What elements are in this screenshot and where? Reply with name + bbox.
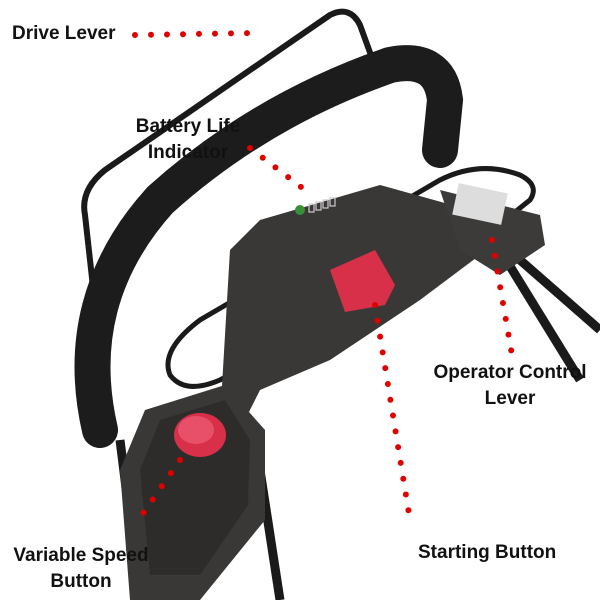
label-drive-lever: Drive Lever xyxy=(12,23,116,44)
handle-grip xyxy=(74,45,464,448)
label-line: Button xyxy=(50,571,112,592)
drive-lever xyxy=(81,8,383,441)
label-line: Operator Control xyxy=(433,362,587,383)
label-variable-speed-button: Variable Speed Button xyxy=(5,543,157,595)
starting-leader xyxy=(372,302,413,523)
label-line: Indicator xyxy=(147,142,229,163)
battery-life-indicator xyxy=(308,197,336,213)
operator-control-lever xyxy=(165,166,536,389)
operator-leader xyxy=(489,237,515,358)
label-starting-button: Starting Button xyxy=(418,542,557,563)
label-battery-life-indicator: Battery Life Indicator xyxy=(118,114,258,166)
battery-leader xyxy=(247,145,308,193)
leader-lines xyxy=(132,30,515,528)
label-line: Variable Speed xyxy=(13,545,149,566)
drive-lever-leader xyxy=(132,30,258,38)
label-operator-control-lever: Operator Control Lever xyxy=(420,360,600,412)
label-line: Battery Life xyxy=(135,116,241,137)
starting-button xyxy=(330,250,395,312)
battery-leaf-icon xyxy=(295,205,305,215)
speed-leader xyxy=(132,457,183,528)
label-line: Lever xyxy=(484,388,536,409)
